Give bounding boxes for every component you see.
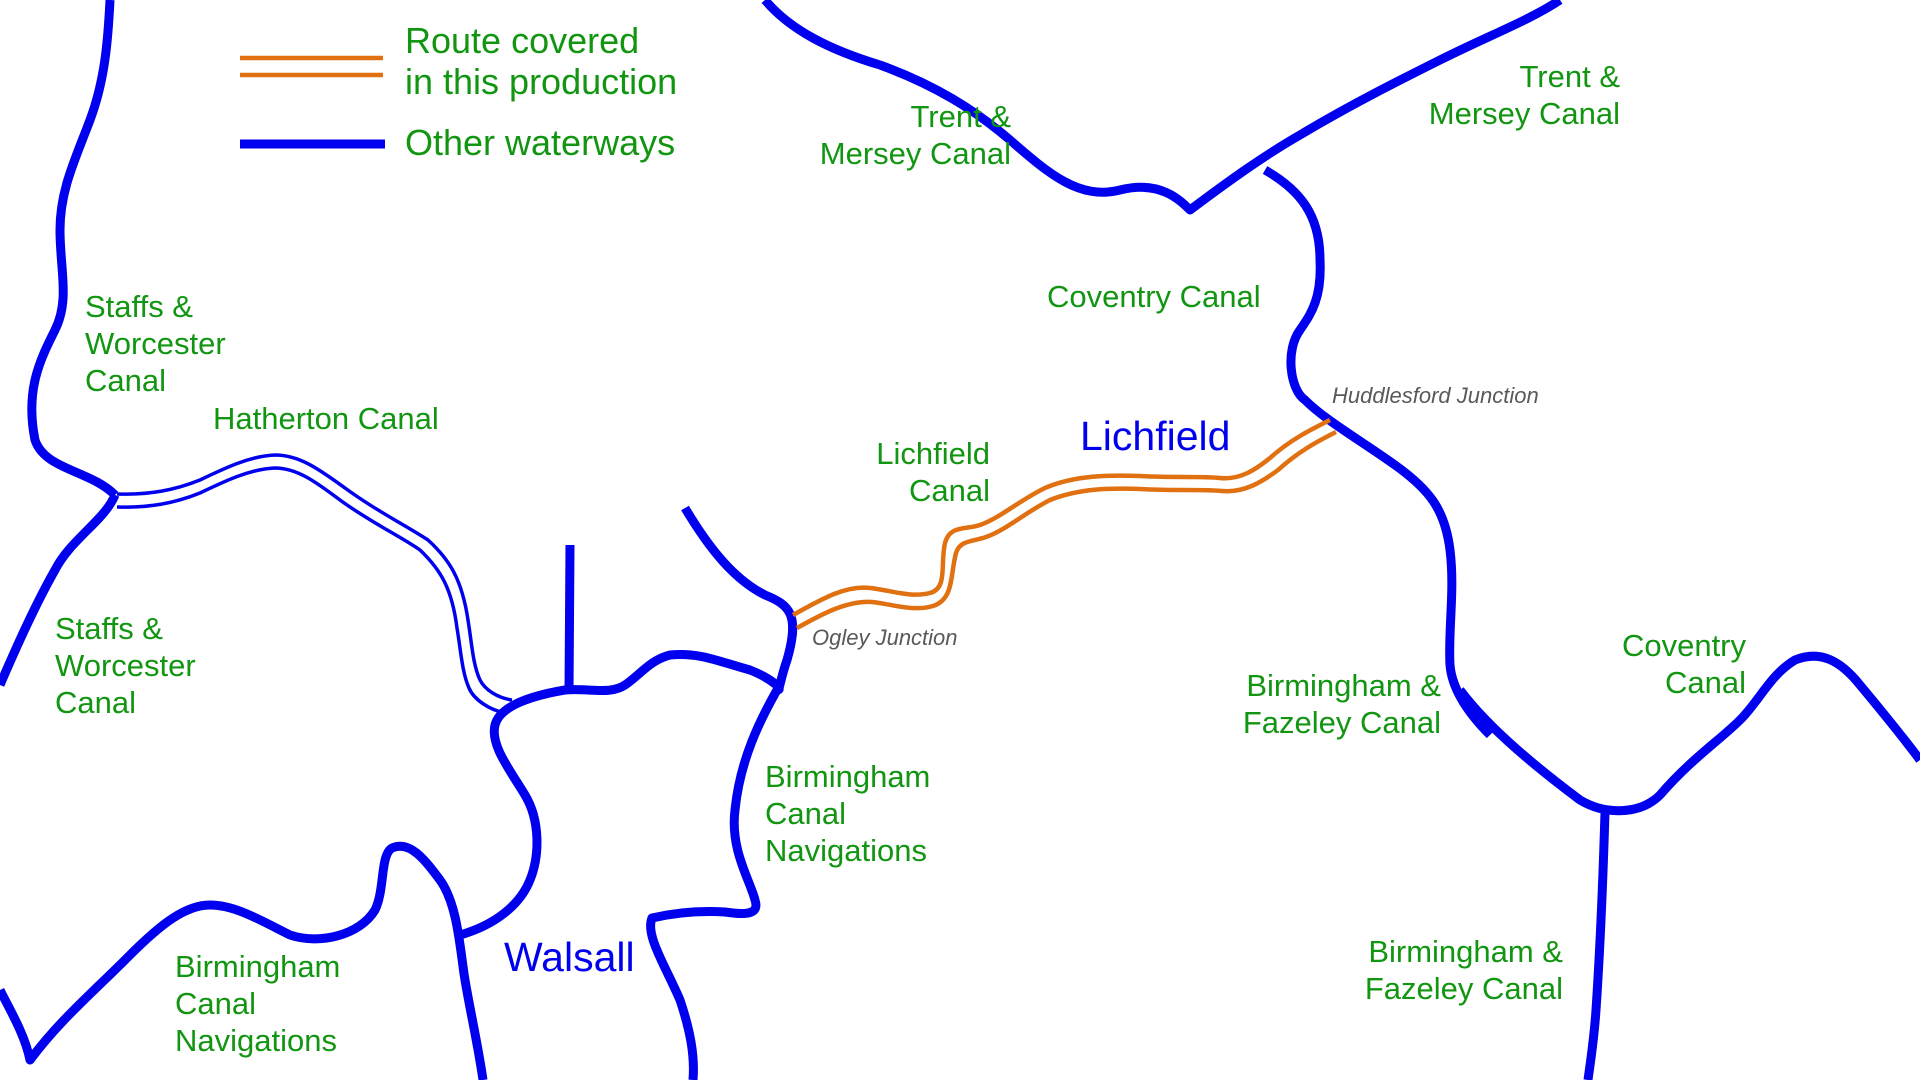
legend-route-label: Route covered in this production [405, 20, 677, 102]
junction-huddlesford: Huddlesford Junction [1332, 383, 1539, 408]
label-hatherton-canal: Hatherton Canal [213, 401, 439, 436]
legend-route-line2: in this production [405, 61, 678, 102]
town-lichfield: Lichfield [1080, 413, 1231, 459]
lichfield-canal-route-lower [795, 429, 1338, 630]
legend-other-label: Other waterways [405, 122, 675, 163]
town-walsall: Walsall [504, 934, 635, 980]
staffs-worcester-canal-south [0, 493, 120, 687]
junction-ogley: Ogley Junction [812, 625, 958, 650]
label-trent-mersey-canal-east: Trent & Mersey Canal [1428, 59, 1620, 131]
label-birmingham-fazeley-canal-north: Birmingham & Fazeley Canal [1242, 668, 1441, 740]
label-birmingham-fazeley-canal-south: Birmingham & Fazeley Canal [1364, 934, 1563, 1006]
label-staffs-worcester-canal-north: Staffs & Worcester Canal [85, 289, 226, 398]
walsall-loop [458, 649, 784, 940]
legend-other-line: Other waterways [405, 122, 676, 163]
birmingham-fazeley-canal-south [1583, 811, 1610, 1080]
label-coventry-canal-east: Coventry Canal [1621, 628, 1746, 700]
legend-route-swatch [240, 55, 383, 78]
label-lichfield-canal: Lichfield Canal [876, 436, 990, 508]
legend-route-line1: Route covered [405, 20, 640, 61]
label-coventry-canal-north: Coventry Canal [1047, 279, 1261, 314]
coventry-canal-north [1262, 166, 1494, 739]
hatherton-canal-lower [116, 466, 506, 715]
hatherton-canal-upper [116, 453, 513, 702]
trent-mersey-canal [761, 0, 1563, 215]
label-bcn-centre: Birmingham Canal Navigations [765, 759, 931, 868]
lichfield-canal-route-upper [791, 417, 1332, 617]
bcn-west [0, 841, 488, 1080]
label-bcn-west: Birmingham Canal Navigations [175, 949, 341, 1058]
bcn-centre [646, 505, 798, 1080]
label-trent-mersey-canal-west: Trent & Mersey Canal [819, 99, 1011, 171]
staffs-worcester-canal-north [27, 0, 119, 499]
label-staffs-worcester-canal-south: Staffs & Worcester Canal [55, 611, 196, 720]
walsall-spur [564, 544, 575, 693]
birmingham-fazeley-canal-north [1456, 651, 1920, 816]
